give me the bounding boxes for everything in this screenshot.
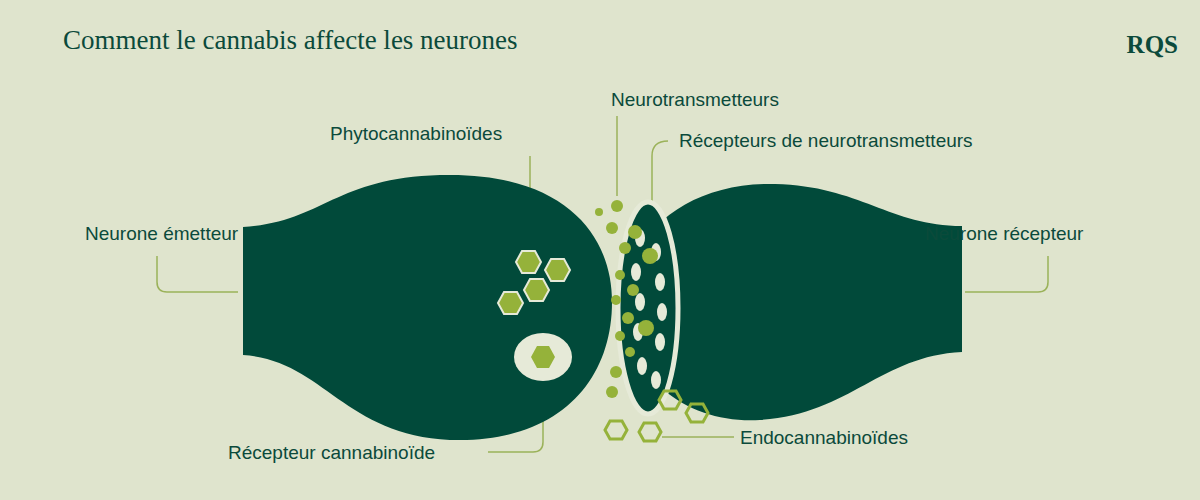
- leader-line: [662, 436, 734, 438]
- part-label: Phytocannabinoïdes: [330, 123, 502, 146]
- diagram-title: Comment le cannabis affecte les neurones: [63, 24, 518, 56]
- part-label: Récepteur cannabinoïde: [228, 442, 435, 465]
- part-label: Neurotransmetteurs: [611, 89, 779, 112]
- neurotransmitter-receptors: [618, 202, 678, 414]
- phytocannabinoids: [498, 251, 570, 314]
- brand-logo: RQS: [1127, 30, 1178, 60]
- neurotransmitters: [595, 200, 658, 398]
- cannabinoid-receptor: [514, 333, 572, 381]
- leader-line: [157, 256, 238, 292]
- bound-cannabinoid: [531, 346, 555, 368]
- leader-line: [616, 116, 618, 196]
- leader-lines: [157, 116, 1048, 452]
- endocannabinoids: [605, 391, 708, 441]
- sending-neuron: [243, 175, 612, 440]
- receptor-sites: [631, 229, 667, 389]
- part-label: Neurone récepteur: [925, 223, 1083, 246]
- leader-line: [652, 141, 668, 208]
- part-label: Récepteurs de neurotransmetteurs: [679, 130, 973, 153]
- part-label: Endocannabinoïdes: [740, 427, 908, 450]
- leader-line: [965, 256, 1048, 292]
- part-label: Neurone émetteur: [85, 223, 238, 246]
